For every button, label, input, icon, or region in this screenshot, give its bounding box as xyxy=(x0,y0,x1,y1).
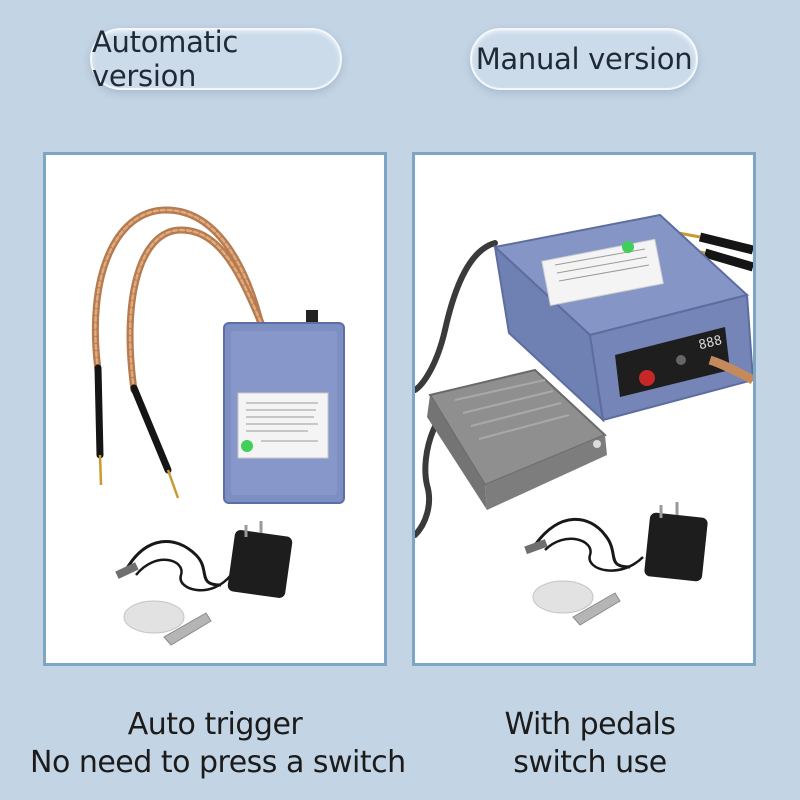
power-adapter xyxy=(115,521,293,598)
automatic-product-illustration xyxy=(91,206,345,646)
automatic-caption: Auto trigger No need to press a switch xyxy=(30,706,406,782)
welding-probe-pens xyxy=(94,364,180,499)
automatic-product-photo xyxy=(43,152,387,666)
manual-product-photo: 888 xyxy=(412,152,756,666)
power-adapter xyxy=(524,502,708,582)
manual-caption: With pedals switch use xyxy=(420,706,760,782)
manual-product-illustration: 888 xyxy=(415,213,753,626)
automatic-version-label: Automatic version xyxy=(90,25,342,93)
automatic-caption-line2: No need to press a switch xyxy=(30,745,406,780)
manual-welder-control-box: 888 xyxy=(492,213,753,423)
manual-version-label: Manual version xyxy=(470,28,698,90)
foot-pedal-switch xyxy=(427,368,607,510)
automatic-caption-line1: Auto trigger xyxy=(127,707,303,742)
manual-caption-line2: switch use xyxy=(513,745,667,780)
welder-control-box xyxy=(223,310,345,504)
manual-caption-line1: With pedals xyxy=(504,707,676,742)
nickel-sheet-and-clip xyxy=(123,600,212,646)
copper-welding-cables xyxy=(91,206,268,394)
digital-display-readout: 888 xyxy=(697,333,723,353)
nickel-sheet-and-clip xyxy=(532,580,621,626)
